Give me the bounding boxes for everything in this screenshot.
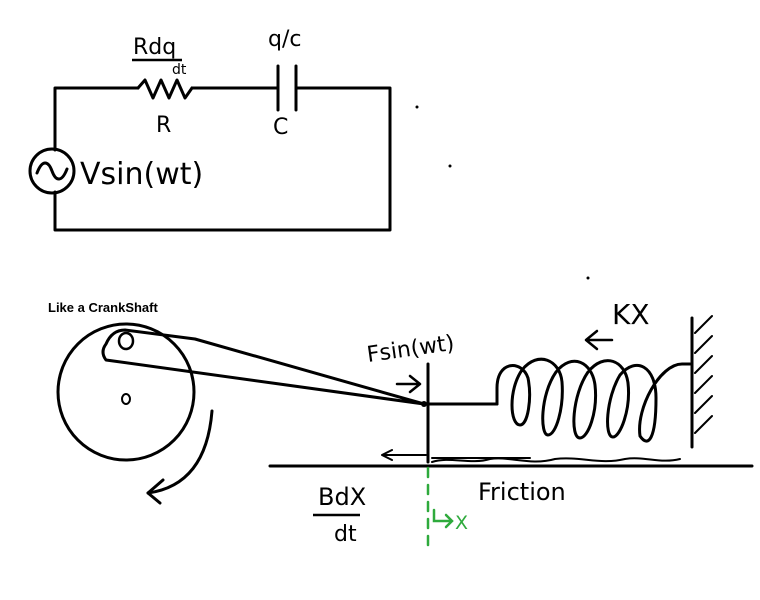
resistor-label: R [156,113,171,138]
friction-label: Friction [478,478,566,506]
rotation-arrow [146,409,214,495]
capacitor-label: C [273,115,288,140]
spring-force-arrow [584,329,614,351]
capacitor-voltage-label: q/c [268,27,301,52]
displacement-marker [426,466,454,550]
displacement-label: X [455,512,468,534]
force-arrow [395,374,422,394]
resistor-symbol [136,78,194,100]
ac-source-wave-icon [35,161,69,181]
friction-arrow [381,449,427,461]
rotation-arrowhead [146,478,165,505]
damping-denominator-label: dt [334,522,357,547]
ac-source-label: Vsin(wt) [80,157,203,192]
crankshaft-label: Like a CrankShaft [48,300,158,315]
damping-numerator-label: BdX [318,483,366,511]
circuit-wire-right [53,86,392,232]
crank-pin [117,331,135,351]
series-circuit [28,64,392,232]
crank-center-pin [121,393,131,405]
stray-dot [415,105,419,109]
stray-dot [586,276,590,280]
ac-source-circle [28,147,76,195]
resistor-voltage-label: Rdq [133,35,176,60]
circuit-wire-top-left [53,86,140,152]
stray-dots [415,105,590,280]
stray-dot [448,164,452,168]
crank-wheel [56,322,196,462]
spring-force-label: KX [612,298,650,331]
connecting-rod-joint [421,401,427,407]
crankshaft-assembly [56,322,426,505]
friction-scribble [431,457,681,463]
resistor-voltage-denominator: dt [172,62,187,78]
mass-and-spring [268,315,754,468]
force-label: Fsin(wt) [365,331,456,368]
connecting-rod [101,328,426,406]
wall-hatch [694,315,713,434]
displacement-arrow [432,508,454,529]
spring-coil [495,357,692,443]
